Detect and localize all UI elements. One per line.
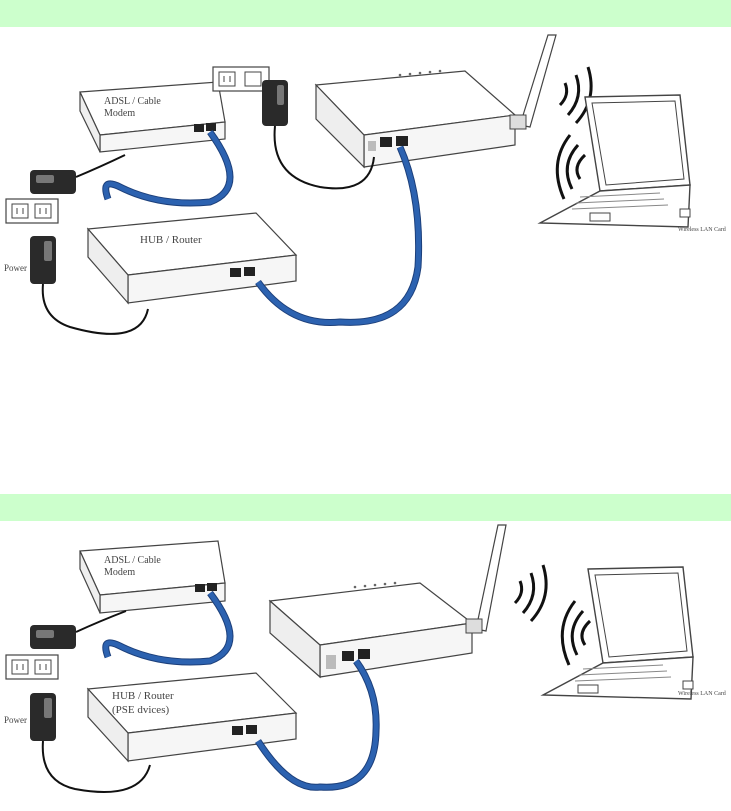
wall-outlet <box>6 655 58 679</box>
wireless-signal-icon-laptop <box>557 135 585 199</box>
power-label: Power <box>4 715 27 725</box>
section-header-band-bottom <box>0 494 731 521</box>
ethernet-cable-hub-ap <box>258 147 419 323</box>
power-adapter-modem <box>30 625 76 649</box>
modem-label-line1: ADSL / Cable <box>104 96 161 107</box>
wall-outlet-top <box>213 67 269 91</box>
modem-device <box>80 541 225 613</box>
antenna <box>510 35 556 129</box>
power-adapter-hub <box>30 693 56 741</box>
modem-label-line2: Modem <box>104 567 135 578</box>
section-header-band-top <box>0 0 731 27</box>
wireless-signal-icon-ap <box>515 565 546 621</box>
power-adapter-modem <box>30 170 76 194</box>
power-adapter-ap <box>262 80 288 126</box>
hub-router-label: HUB / Router <box>140 234 202 246</box>
wireless-signal-icon-laptop <box>562 601 590 665</box>
access-point-device <box>316 70 515 167</box>
power-cord-modem <box>76 155 125 177</box>
hub-router-label-line2: (PSE dvices) <box>112 704 169 716</box>
power-label: Power <box>4 263 27 273</box>
diagram-poe-setup: ADSL / Cable Modem HUB / Router (PSE dvi… <box>0 521 731 807</box>
modem-device <box>80 82 225 152</box>
power-cord-modem <box>76 611 126 632</box>
power-adapter-hub <box>30 236 56 284</box>
access-point-poe-device <box>270 582 472 677</box>
wireless-lan-card-label: Wireless LAN Card <box>678 691 726 697</box>
laptop-computer <box>540 95 690 227</box>
diagram-standard-setup: ADSL / Cable Modem HUB / Router Power <box>0 27 731 367</box>
antenna <box>466 525 506 633</box>
hub-router-label-line1: HUB / Router <box>112 690 174 702</box>
modem-label-line2: Modem <box>104 108 135 119</box>
wireless-signal-icon-ap <box>560 67 591 123</box>
laptop-computer <box>543 567 693 699</box>
wireless-lan-card-label: Wireless LAN Card <box>678 227 726 233</box>
wall-outlet-left <box>6 199 58 223</box>
modem-label-line1: ADSL / Cable <box>104 555 161 566</box>
